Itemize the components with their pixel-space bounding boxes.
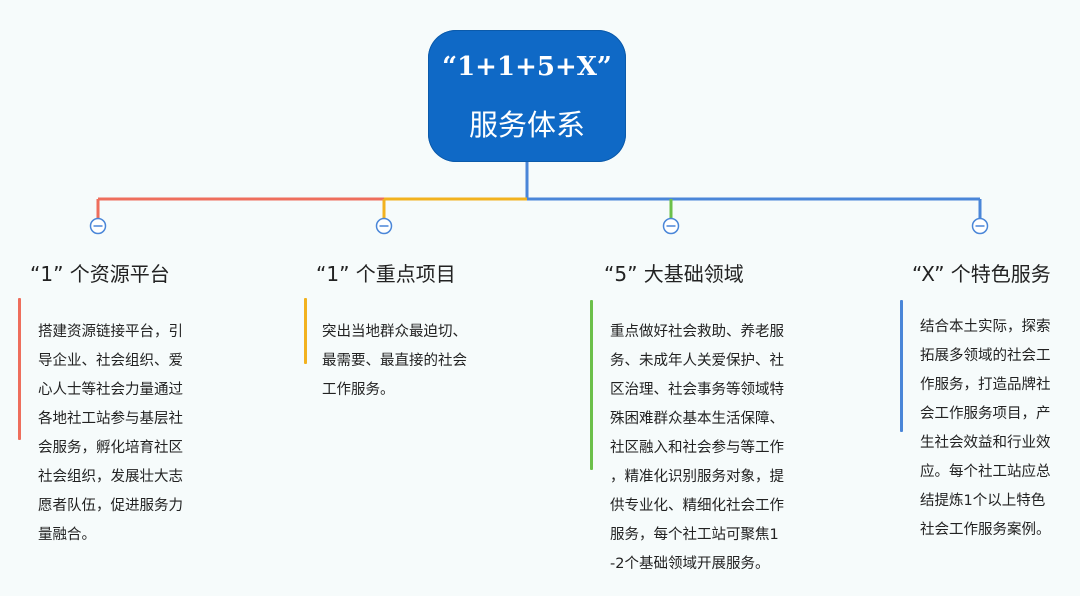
desc-line: 社会工作服务案例。 bbox=[920, 522, 1051, 538]
root-title-line2: 服务体系 bbox=[468, 108, 585, 142]
desc-line: 作服务，打造品牌社 bbox=[920, 377, 1051, 393]
desc-line: 各地社工站参与基层社 bbox=[38, 411, 183, 427]
desc-line: 生社会效益和行业效 bbox=[920, 435, 1051, 451]
desc-line: 结合本土实际，探索 bbox=[920, 319, 1051, 335]
branch-accent-bar bbox=[900, 300, 903, 432]
root-node[interactable]: “1+1+5+X” 服务体系 bbox=[428, 30, 626, 162]
desc-line: 导企业、社会组织、爱 bbox=[38, 353, 183, 369]
desc-line: -2个基础领域开展服务。 bbox=[610, 556, 770, 572]
desc-line: 区治理、社会事务等领域特 bbox=[610, 382, 784, 398]
branch-title-featured-services[interactable]: “X” 个特色服务 bbox=[912, 262, 1051, 286]
desc-line: 拓展多领域的社会工 bbox=[920, 348, 1051, 364]
desc-line: 殊困难群众基本生活保障、 bbox=[610, 411, 784, 427]
desc-line: 供专业化、精细化社会工作 bbox=[610, 498, 784, 514]
desc-line: 会服务，孵化培育社区 bbox=[38, 440, 183, 456]
branch-description-key-project: 突出当地群众最迫切、 最需要、最直接的社会 工作服务。 bbox=[322, 318, 467, 405]
desc-line: 应。每个社工站应总 bbox=[920, 464, 1051, 480]
branch-description-featured-services: 结合本土实际，探索 拓展多领域的社会工 作服务，打造品牌社 会工作服务项目，产 … bbox=[920, 313, 1051, 545]
branch-title-basic-areas[interactable]: “5” 大基础领域 bbox=[604, 262, 744, 286]
desc-line: 搭建资源链接平台，引 bbox=[38, 324, 183, 340]
desc-line: 愿者队伍，促进服务力 bbox=[38, 498, 183, 514]
root-title-line1: “1+1+5+X” bbox=[442, 52, 612, 82]
desc-line: 社区融入和社会参与等工作 bbox=[610, 440, 784, 456]
desc-line: 工作服务。 bbox=[322, 382, 395, 398]
circle-minus-icon[interactable] bbox=[662, 217, 680, 235]
desc-line: 务、未成年人关爱保护、社 bbox=[610, 353, 784, 369]
desc-line: 社会组织，发展壮大志 bbox=[38, 469, 183, 485]
branch-title-resource-platform[interactable]: “1” 个资源平台 bbox=[30, 262, 170, 286]
desc-line: 心人士等社会力量通过 bbox=[38, 382, 183, 398]
desc-line: 会工作服务项目，产 bbox=[920, 406, 1051, 422]
desc-line: 服务，每个社工站可聚焦1 bbox=[610, 527, 779, 543]
branch-accent-bar bbox=[590, 300, 593, 470]
branch-accent-bar bbox=[304, 298, 307, 364]
desc-line: ，精准化识别服务对象，提 bbox=[610, 469, 784, 485]
branch-title-key-project[interactable]: “1” 个重点项目 bbox=[316, 262, 456, 286]
circle-minus-icon[interactable] bbox=[971, 217, 989, 235]
desc-line: 重点做好社会救助、养老服 bbox=[610, 324, 784, 340]
branch-description-basic-areas: 重点做好社会救助、养老服 务、未成年人关爱保护、社 区治理、社会事务等领域特 殊… bbox=[610, 318, 784, 579]
branch-description-resource-platform: 搭建资源链接平台，引 导企业、社会组织、爱 心人士等社会力量通过 各地社工站参与… bbox=[38, 318, 183, 550]
branch-accent-bar bbox=[18, 298, 21, 440]
desc-line: 结提炼1个以上特色 bbox=[920, 493, 1046, 509]
circle-minus-icon[interactable] bbox=[89, 217, 107, 235]
desc-line: 突出当地群众最迫切、 bbox=[322, 324, 467, 340]
desc-line: 最需要、最直接的社会 bbox=[322, 353, 467, 369]
desc-line: 量融合。 bbox=[38, 527, 96, 543]
circle-minus-icon[interactable] bbox=[375, 217, 393, 235]
